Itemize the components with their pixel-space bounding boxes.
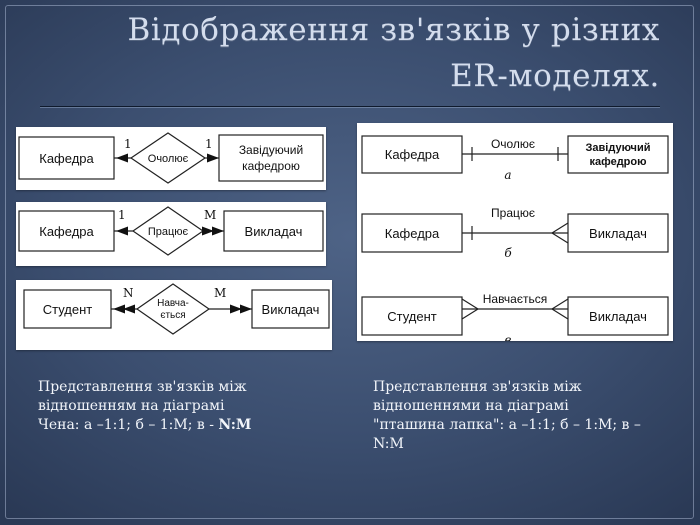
chen-diagram-c-svg: Студент Навча- ється N M Викладач: [23, 283, 330, 335]
chen-diagram-one-to-many: Кафедра Працює 1 M Викладач: [16, 202, 326, 266]
chen-c-right-entity-box: [251, 289, 330, 329]
crows-foot-caption-line-2: відношеннями на діаграмі: [373, 398, 569, 414]
chen-diagram-many-to-many: Студент Навча- ється N M Викладач: [16, 280, 332, 350]
crow-a-right-entity-box: [567, 135, 669, 174]
chen-a-right-cardinality: 1: [205, 137, 213, 151]
chen-c-right-arrowhead-2: [240, 304, 252, 314]
crow-b-crowfoot-lower: [551, 232, 569, 244]
chen-b-left-entity-label: Кафедра: [39, 224, 94, 239]
crow-b-letter: б: [504, 246, 512, 260]
chen-b-left-cardinality: 1: [118, 208, 126, 222]
chen-a-right-entity-box: [218, 134, 324, 182]
crow-c-left-crowfoot-upper: [461, 298, 479, 310]
chen-c-left-entity-box: [23, 289, 112, 329]
chen-b-relationship-label: Працює: [148, 226, 189, 238]
crow-c-left-entity-box: [361, 296, 463, 336]
chen-a-left-entity-label: Кафедра: [39, 151, 94, 166]
crows-foot-caption-line-1: Представлення зв'язків між: [373, 379, 582, 395]
chen-diagram-a-svg: Кафедра Очолює 1 1 Завідуючий кафедрою: [18, 132, 324, 184]
chen-c-relationship-label-line-1: Навча-: [157, 298, 189, 309]
chen-c-relationship-diamond: [135, 283, 211, 335]
chen-c-right-cardinality: M: [214, 286, 226, 300]
crows-foot-caption-line-3: "пташина лапка": а –1:1; б – 1:М; в –: [373, 417, 641, 433]
crows-foot-caption: Представлення зв'язків між відношеннями …: [373, 378, 695, 454]
chen-c-relationship-label-line-2: ється: [160, 310, 185, 321]
chen-a-left-arrowhead: [116, 153, 128, 163]
chen-a-left-cardinality: 1: [124, 137, 132, 151]
crow-b-crowfoot-upper: [551, 222, 569, 234]
chen-caption-nm: N:M: [218, 417, 252, 433]
chen-a-right-arrowhead: [207, 153, 219, 163]
crow-c-right-crowfoot-lower: [551, 308, 569, 320]
chen-caption-line-3: Чена: а –1:1; б – 1:М; в -: [38, 417, 219, 433]
chen-c-right-entity-label: Викладач: [262, 302, 320, 317]
crow-c-letter: в: [505, 333, 512, 341]
chen-diagram-b-svg: Кафедра Працює 1 M Викладач: [18, 206, 324, 256]
crow-b-left-entity-box: [361, 213, 463, 253]
chen-caption-line-1: Представлення зв'язків між: [38, 379, 247, 395]
crow-b-right-entity-label: Викладач: [589, 226, 647, 241]
chen-c-left-arrowhead-1: [113, 304, 125, 314]
chen-b-left-arrowhead: [116, 226, 128, 236]
chen-a-right-entity-label-line-2: кафедрою: [242, 159, 300, 173]
chen-a-relationship-label: Очолює: [148, 153, 189, 165]
crows-foot-diagram-panel: Кафедра Очолює Завідуючий кафедрою а Каф…: [357, 123, 673, 341]
crow-a-right-entity-label-line-2: кафедрою: [589, 156, 646, 168]
slide-title-line-1: Відображення зв'язків у різних: [127, 12, 660, 48]
chen-caption: Представлення зв'язків між відношенням н…: [38, 378, 328, 435]
chen-a-left-entity-box: [18, 136, 115, 180]
crow-a-right-entity-label-line-1: Завідуючий: [586, 142, 651, 154]
chen-diagram-one-to-one: Кафедра Очолює 1 1 Завідуючий кафедрою: [16, 127, 326, 190]
chen-b-right-arrowhead-2: [212, 226, 224, 236]
crow-c-right-entity-box: [567, 296, 669, 336]
title-divider: [40, 106, 660, 108]
crow-a-letter: а: [504, 168, 511, 182]
crow-c-left-crowfoot-lower: [461, 308, 479, 320]
slide-title-line-2: ER-моделях.: [450, 58, 660, 94]
chen-c-left-cardinality: N: [123, 286, 134, 300]
crows-foot-diagram-svg: Кафедра Очолює Завідуючий кафедрою а Каф…: [361, 135, 669, 341]
chen-b-right-arrowhead-1: [202, 226, 214, 236]
crow-a-left-entity-box: [361, 135, 463, 174]
crow-a-relationship-label: Очолює: [491, 137, 535, 151]
crow-c-left-entity-label: Студент: [387, 309, 437, 324]
crow-c-right-crowfoot-upper: [551, 298, 569, 310]
chen-b-right-cardinality: M: [204, 208, 216, 222]
chen-caption-line-2: відношенням на діаграмі: [38, 398, 225, 414]
chen-a-right-entity-label-line-1: Завідуючий: [239, 143, 303, 157]
crow-b-relationship-label: Працює: [491, 206, 535, 220]
chen-b-right-entity-box: [223, 210, 324, 252]
slide-frame: [5, 5, 694, 519]
crow-c-right-entity-label: Викладач: [589, 309, 647, 324]
chen-c-left-entity-label: Студент: [43, 302, 93, 317]
chen-c-right-arrowhead-1: [230, 304, 242, 314]
crow-b-left-entity-label: Кафедра: [385, 226, 440, 241]
crow-a-left-entity-label: Кафедра: [385, 147, 440, 162]
crow-c-relationship-label: Навчається: [483, 292, 547, 306]
crows-foot-caption-line-4: N:M: [373, 436, 404, 452]
chen-c-left-arrowhead-2: [123, 304, 135, 314]
chen-b-right-entity-label: Викладач: [245, 224, 303, 239]
crow-b-right-entity-box: [567, 213, 669, 253]
